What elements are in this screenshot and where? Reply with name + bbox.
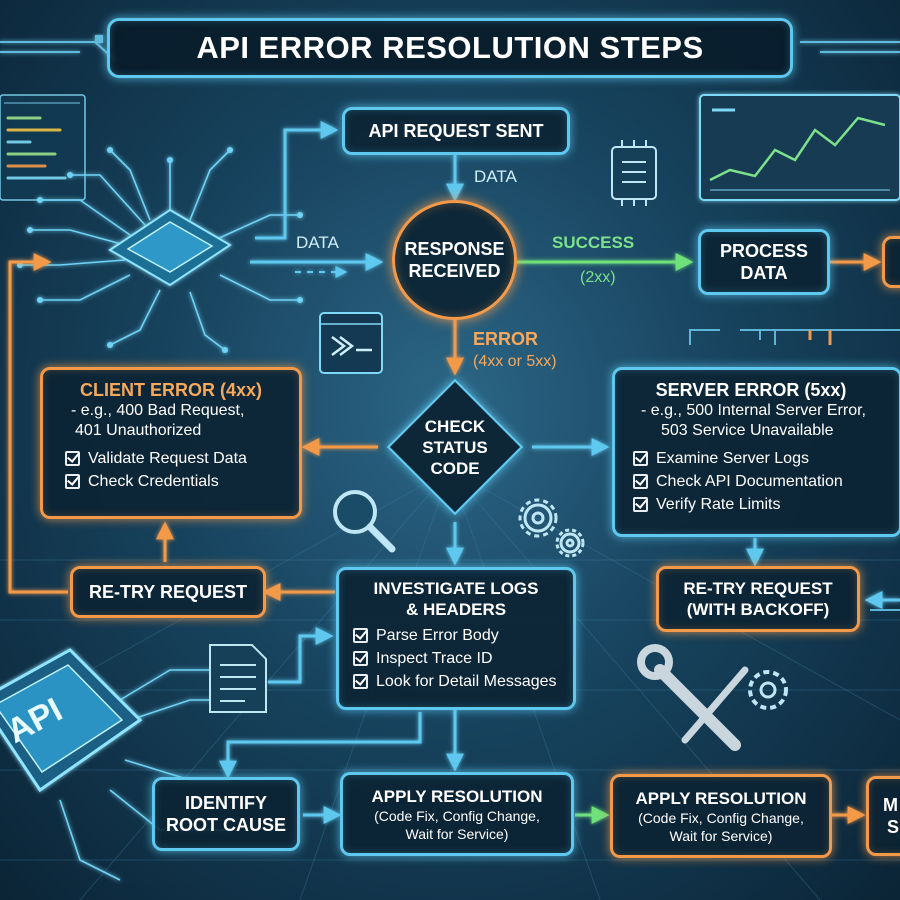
server-check-label: Verify Rate Limits [656,496,781,513]
investigate-check-label: Inspect Trace ID [376,650,493,667]
checkbox-icon [353,674,368,689]
document-icon [209,644,267,713]
line-chart-icon [699,94,900,201]
apply-resolution-title-2: APPLY RESOLUTION [635,788,807,808]
monitor-partial-line-1: M [883,795,898,815]
server-check-item: Check API Documentation [633,470,891,493]
client-check-label: Check Credentials [88,473,219,490]
investigate-check-label: Look for Detail Messages [376,673,557,690]
client-check-label: Validate Request Data [88,450,247,467]
process-data-line-1: PROCESS [719,241,809,261]
server-error-title: SERVER ERROR (5xx) [655,380,847,400]
error-label: ERROR [473,329,539,349]
page-title: API ERROR RESOLUTION STEPS [196,30,704,65]
retry-request-node: RE-TRY REQUEST [70,566,266,618]
error-code-label: (4xx or 5xx) [473,353,557,370]
response-received-line-1: RESPONSE [404,239,505,259]
checkbox-icon [353,651,368,666]
client-error-title: CLIENT ERROR (4xx) [79,380,263,400]
apply-resolution-title: APPLY RESOLUTION [371,786,543,806]
monitor-node-partial: M S [866,776,900,856]
investigate-logs-node: INVESTIGATE LOGS & HEADERS Parse Error B… [336,567,576,710]
success-code-label: (2xx) [580,269,616,286]
data-label-left: DATA [296,233,339,252]
process-data-node: PROCESS DATA [698,229,830,295]
api-chip-icon: API [0,648,260,881]
checkbox-icon [353,628,368,643]
gears-icon [518,498,585,558]
magnifier-icon [333,490,396,553]
data-label-top: DATA [474,167,517,186]
success-label: SUCCESS [552,233,635,252]
apply-resolution-detail-1: (Code Fix, Config Change, [374,807,540,824]
response-received-line-2: RECEIVED [408,261,501,281]
retry-backoff-node: RE-TRY REQUEST (WITH BACKOFF) [656,566,860,632]
client-error-example-1: - e.g., 400 Bad Request, [71,402,245,419]
apply-resolution-detail-2: Wait for Service) [405,825,509,842]
api-request-sent-label: API REQUEST SENT [368,121,544,141]
check-status-line-3: CODE [430,458,480,478]
investigate-check-item: Look for Detail Messages [353,670,567,693]
server-error-example-2: 503 Service Unavailable [661,422,834,439]
checkbox-icon [633,474,648,489]
apply-resolution-node-2: APPLY RESOLUTION (Code Fix, Config Chang… [610,774,832,858]
checkbox-icon [633,451,648,466]
investigate-check-item: Inspect Trace ID [353,647,567,670]
apply-resolution-detail-2-1: (Code Fix, Config Change, [638,809,804,826]
terminal-icon [319,312,383,374]
offscreen-next-node [882,236,900,288]
process-data-line-2: DATA [740,263,788,283]
investigate-check-item: Parse Error Body [353,624,567,647]
apply-resolution-detail-2-2: Wait for Service) [669,827,773,844]
checkbox-icon [65,474,80,489]
server-error-node: SERVER ERROR (5xx) - e.g., 500 Internal … [612,367,900,537]
check-status-node: CHECK STATUS CODE [386,378,524,516]
server-check-label: Examine Server Logs [656,450,809,467]
client-check-item: Validate Request Data [65,447,291,470]
investigate-title-line-1: INVESTIGATE LOGS [373,579,539,598]
retry-backoff-line-1: RE-TRY REQUEST [683,579,833,598]
code-window-icon [0,94,86,201]
cpu-chip-icon [17,147,303,353]
server-check-label: Check API Documentation [656,473,843,490]
root-cause-line-1: IDENTIFY [184,793,267,813]
client-error-example-2: 401 Unauthorized [75,422,202,439]
retry-backoff-line-2: (WITH BACKOFF) [686,600,830,619]
retry-request-label: RE-TRY REQUEST [88,582,248,602]
small-chip-icon [611,140,657,206]
wrench-icon [637,644,788,751]
investigate-check-label: Parse Error Body [376,627,499,644]
check-status-line-1: CHECK [424,416,486,436]
investigate-title-line-2: & HEADERS [405,600,507,619]
api-request-sent-node: API REQUEST SENT [342,107,570,155]
checkbox-icon [633,497,648,512]
server-error-example-1: - e.g., 500 Internal Server Error, [641,402,866,419]
root-cause-line-2: ROOT CAUSE [165,815,286,835]
server-check-item: Examine Server Logs [633,447,891,470]
identify-root-cause-node: IDENTIFY ROOT CAUSE [152,777,300,851]
check-status-line-2: STATUS [422,437,488,457]
page-title-box: API ERROR RESOLUTION STEPS [107,18,793,78]
client-error-node: CLIENT ERROR (4xx) - e.g., 400 Bad Reque… [40,367,302,519]
client-check-item: Check Credentials [65,470,291,493]
apply-resolution-node: APPLY RESOLUTION (Code Fix, Config Chang… [340,772,574,856]
checkbox-icon [65,451,80,466]
response-received-node: RESPONSE RECEIVED [392,200,517,320]
server-check-item: Verify Rate Limits [633,493,891,516]
monitor-partial-line-2: S [887,817,900,837]
